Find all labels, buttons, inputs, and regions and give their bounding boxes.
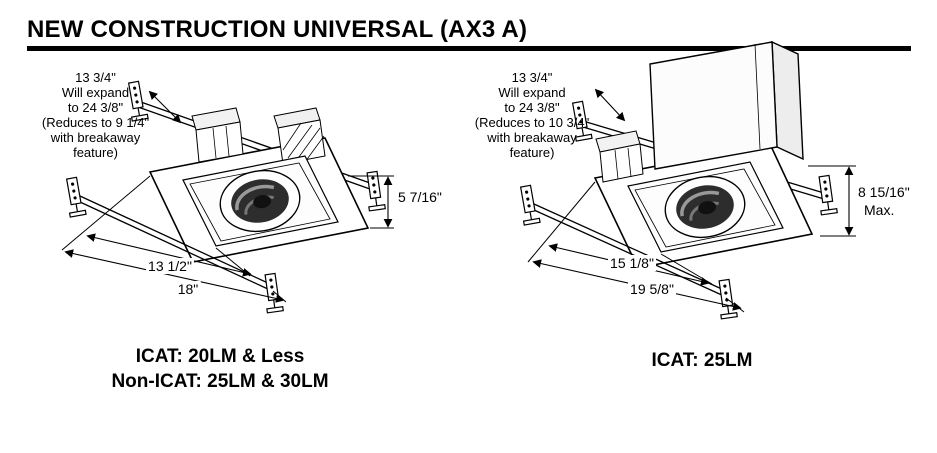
left-driver-box	[273, 107, 326, 165]
right-housing-diagram	[517, 40, 856, 320]
left-expand-note-line5: with breakaway	[50, 130, 141, 145]
left-aperture	[219, 169, 301, 233]
right-overall-width-dimension-label: 19 5/8"	[628, 281, 676, 297]
right-aperture	[664, 175, 746, 239]
title-rule	[27, 46, 911, 51]
right-expand-note: 13 3/4" Will expand to 24 3/8" (Reduces …	[462, 70, 602, 160]
left-housing-diagram	[61, 80, 394, 314]
left-expand-note-line2: Will expand	[61, 85, 130, 100]
right-height-dimension-note: Max.	[862, 202, 897, 218]
right-expand-note-line4: (Reduces to 10 3/4"	[474, 115, 590, 130]
left-expand-note-line1: 13 3/4"	[75, 70, 116, 85]
right-expand-note-line5: with breakaway	[487, 130, 577, 145]
right-expand-note-line1: 13 3/4"	[511, 70, 553, 85]
right-caption: ICAT: 25LM	[562, 348, 842, 373]
left-caption: ICAT: 20LM & Less Non-ICAT: 25LM & 30LM	[55, 344, 385, 394]
right-expand-note-line2: Will expand	[498, 85, 566, 100]
page-title: NEW CONSTRUCTION UNIVERSAL (AX3 A)	[27, 16, 528, 43]
right-plenum-box	[649, 40, 804, 170]
left-overall-width-dimension-label: 18"	[175, 281, 201, 297]
right-expand-note-line6: feature)	[509, 145, 555, 160]
left-expand-note-line3: to 24 3/8"	[67, 100, 124, 115]
left-junction-box	[191, 107, 244, 163]
right-expand-note-line3: to 24 3/8"	[504, 100, 560, 115]
left-caption-line1: ICAT: 20LM & Less	[135, 346, 305, 367]
left-expand-note-line4: (Reduces to 9 1/4"	[41, 115, 150, 130]
left-height-dimension-label: 5 7/16"	[396, 189, 444, 205]
left-caption-line2: Non-ICAT: 25LM & 30LM	[111, 371, 329, 392]
right-caption-line1: ICAT: 25LM	[651, 350, 753, 371]
left-expand-note: 13 3/4" Will expand to 24 3/8" (Reduces …	[28, 70, 163, 160]
right-junction-box	[595, 130, 644, 183]
right-height-dimension-label: 8 15/16"	[856, 184, 912, 200]
right-pan-width-dimension-label: 15 1/8"	[608, 255, 656, 271]
left-expand-note-line6: feature)	[73, 145, 118, 160]
left-pan-width-dimension-label: 13 1/2"	[146, 258, 194, 274]
left-dimension-lines	[61, 90, 394, 303]
